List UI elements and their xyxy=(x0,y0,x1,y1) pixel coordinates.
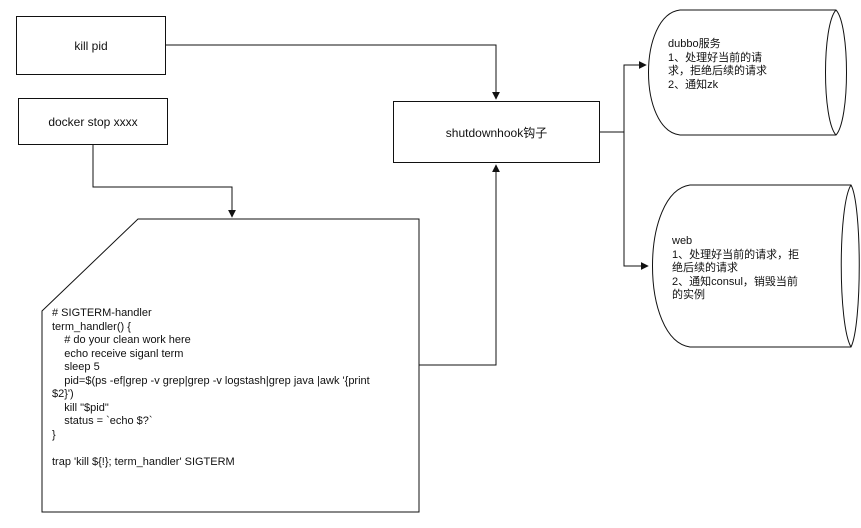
dubbo-line1: 1、处理好当前的请求，拒绝后续的请求 xyxy=(668,51,767,78)
web-line1: 1、处理好当前的请求，拒绝后续的请求 xyxy=(672,248,800,275)
edge-note-to-hook xyxy=(419,164,500,366)
docker-stop-node: docker stop xxxx xyxy=(18,98,168,145)
web-title: web xyxy=(672,235,693,247)
dubbo-cylinder-edge xyxy=(825,9,837,136)
kill-pid-node: kill pid xyxy=(16,16,166,75)
web-service-text: web 1、处理好当前的请求，拒绝后续的请求 2、通知consul，销毁当前的实… xyxy=(672,235,802,303)
edge-killpid-to-hook xyxy=(166,44,500,100)
web-cylinder-edge xyxy=(840,184,852,348)
dubbo-line2: 2、通知zk xyxy=(668,78,719,91)
dubbo-service-text: dubbo服务 1、处理好当前的请求，拒绝后续的请求 2、通知zk xyxy=(668,38,780,92)
edge-hook-to-web xyxy=(623,132,649,270)
shutdownhook-label: shutdownhook钩子 xyxy=(445,125,548,140)
edge-hook-to-dubbo xyxy=(600,61,647,133)
kill-pid-label: kill pid xyxy=(74,38,108,53)
web-line2: 2、通知consul，销毁当前的实例 xyxy=(672,275,798,302)
docker-stop-label: docker stop xxxx xyxy=(48,114,138,129)
sigterm-handler-code: # SIGTERM-handler term_handler() { # do … xyxy=(52,307,370,468)
edge-docker-to-note xyxy=(92,145,236,218)
shutdownhook-node: shutdownhook钩子 xyxy=(393,101,600,163)
web-cylinder-shape xyxy=(652,184,860,348)
dubbo-cylinder-shape xyxy=(648,9,847,136)
dubbo-title: dubbo服务 xyxy=(668,38,721,50)
